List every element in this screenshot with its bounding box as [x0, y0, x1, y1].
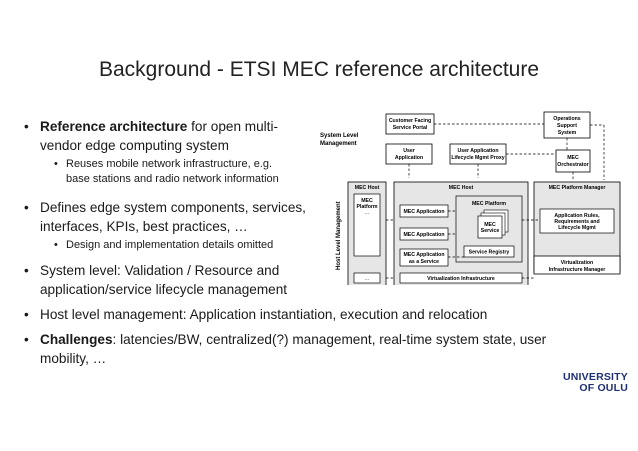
svg-text:...: ... [365, 210, 369, 216]
svg-text:System: System [558, 130, 577, 136]
bullet-defines-components: • Defines edge system components, servic… [24, 200, 306, 234]
mec-architecture-diagram: System Level Management Host Level Manag… [318, 110, 628, 288]
svg-text:Application Rules,: Application Rules, [554, 213, 600, 219]
svg-text:MEC Application: MEC Application [403, 252, 444, 258]
university-of-oulu-logo: UNIVERSITY OF OULU [562, 371, 628, 394]
management-label: Management [320, 141, 357, 147]
svg-text:Service Portal: Service Portal [393, 125, 428, 131]
oss-box [543, 111, 591, 139]
bullet-host-level: • Host level management: Application ins… [24, 307, 488, 322]
svg-text:MEC Host: MEC Host [449, 185, 474, 191]
slide-title: Background - ETSI MEC reference architec… [98, 58, 539, 81]
bullet-system-level: • System level: Validation / Resource an… [24, 263, 288, 297]
svg-text:MEC: MEC [567, 155, 579, 161]
svg-text:Orchestrator: Orchestrator [557, 162, 588, 168]
svg-text:Operations: Operations [553, 116, 580, 122]
svg-text:Service Registry: Service Registry [469, 250, 510, 256]
service-registry-box [463, 245, 515, 258]
svg-text:Lifecycle Mgmt Proxy: Lifecycle Mgmt Proxy [451, 155, 504, 161]
vim-box [533, 255, 621, 275]
svg-text:Requirements and: Requirements and [554, 219, 599, 225]
bullet-reference-architecture: • Reference architecture for open multi-… [24, 119, 279, 153]
bullet-challenges: • Challenges: latencies/BW, centralized(… [24, 332, 547, 366]
mec-orchestrator-box [555, 149, 591, 173]
mec-app-as-service-box [399, 248, 449, 267]
system-level-connections [408, 123, 605, 180]
svg-text:MEC Application: MEC Application [403, 232, 444, 238]
svg-text:MEC: MEC [484, 222, 496, 228]
host-level-label: Host Level Management [336, 201, 342, 270]
svg-text:User: User [403, 148, 415, 154]
user-application-box [385, 143, 433, 165]
app-rules-box [539, 208, 615, 234]
svg-text:MEC: MEC [361, 198, 373, 204]
svg-text:MEC Application: MEC Application [403, 209, 444, 215]
svg-text:Application: Application [395, 155, 423, 161]
sub-bullet-mobile-infra: • Reuses mobile network infrastructure, … [54, 158, 279, 185]
mec-diagram-svg: System Level Management Host Level Manag… [320, 111, 621, 288]
svg-text:User Application: User Application [457, 148, 498, 154]
svg-text:Virtualization Infrastructure: Virtualization Infrastructure [427, 276, 495, 282]
customer-portal-box [385, 113, 435, 135]
sub-bullet-design-omitted: • Design and implementation details omit… [54, 239, 274, 251]
svg-text:Service: Service [481, 228, 500, 234]
svg-text:Infrastructure Manager: Infrastructure Manager [549, 267, 606, 273]
svg-text:Platform: Platform [356, 204, 377, 210]
svg-text:MEC Platform Manager: MEC Platform Manager [549, 185, 606, 191]
lcm-proxy-box [449, 143, 507, 165]
system-level-label: System Level [320, 133, 359, 139]
mec-host-small-infra-box [353, 272, 381, 284]
mec-service-box [477, 215, 503, 239]
svg-text:Lifecycle Mgmt: Lifecycle Mgmt [558, 225, 596, 231]
mec-platform-small-box [353, 193, 381, 257]
svg-text:MEC Platform: MEC Platform [472, 201, 506, 207]
svg-text:MEC Host: MEC Host [355, 185, 380, 191]
svg-text:as a Service: as a Service [409, 259, 439, 265]
svg-text:...: ... [365, 276, 369, 282]
host-level-connections [386, 210, 540, 279]
svg-text:Support: Support [557, 123, 577, 129]
svg-text:Virtualization: Virtualization [561, 260, 593, 266]
svg-text:Customer Facing: Customer Facing [389, 118, 431, 124]
